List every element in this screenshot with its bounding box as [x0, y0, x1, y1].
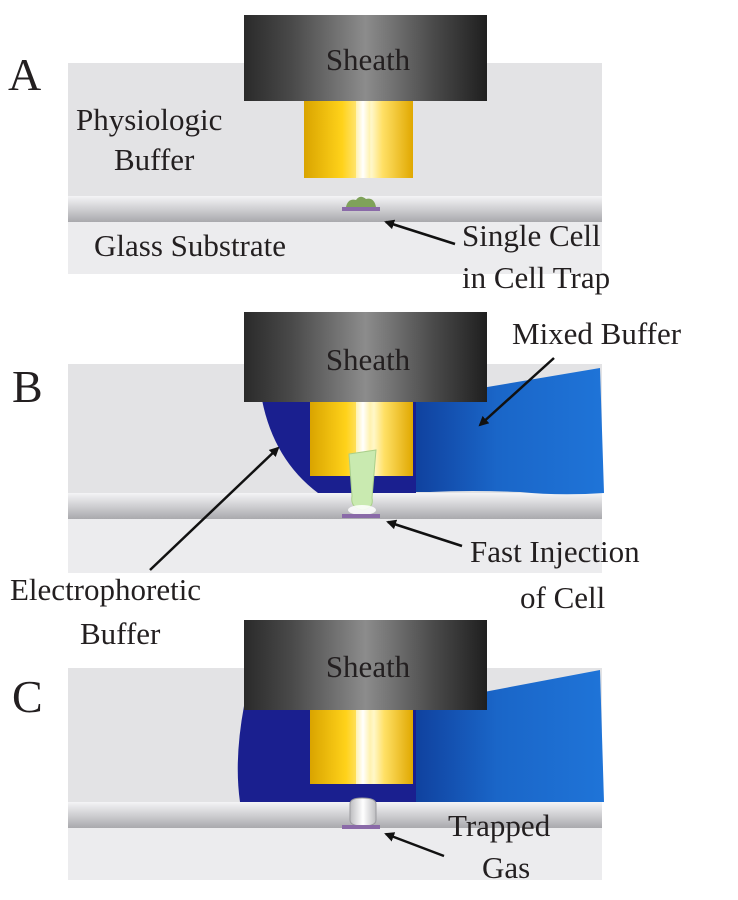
trapped-gas-label-line1: Trapped — [448, 808, 551, 843]
cell-arrow — [384, 219, 456, 246]
panel-letter-b: B — [12, 361, 43, 412]
sheath-block — [244, 312, 487, 402]
cell-trap — [342, 207, 380, 211]
cell-trap — [342, 514, 380, 518]
electrophoretic-label-line1: Electrophoretic — [10, 572, 201, 607]
electrophoretic-arrow — [149, 446, 280, 571]
sheath-block — [244, 620, 487, 710]
substrate-surface — [68, 493, 602, 519]
single-cell-label-line1: Single Cell — [462, 218, 601, 253]
fast-injection-label-line1: Fast Injection — [470, 534, 640, 569]
panel-c: C Sheath Trapped Gas — [12, 620, 604, 885]
sheath-label-c: Sheath — [326, 649, 411, 684]
substrate-surface — [68, 802, 602, 828]
electrophoretic-label-line2: Buffer — [80, 616, 161, 651]
trapped-gas-arrow — [384, 832, 445, 858]
sheath-label-a: Sheath — [326, 42, 411, 77]
panel-letter-c: C — [12, 671, 43, 722]
sheath-block — [244, 15, 487, 101]
substrate-surface — [68, 196, 602, 222]
mixed-buffer-label: Mixed Buffer — [512, 316, 682, 351]
single-cell-label-line2: in Cell Trap — [462, 260, 610, 295]
cell-lysate — [348, 505, 376, 515]
glass-substrate — [68, 828, 602, 880]
cell-trap — [342, 825, 380, 829]
injection-arrow — [386, 519, 463, 548]
trapped-gas-bubble — [349, 797, 377, 827]
fast-injection-label-line2: of Cell — [520, 580, 605, 615]
single-cell — [346, 196, 376, 207]
panel-b: B Sheath Mixed Buffer Fast Injection of … — [10, 312, 682, 651]
injected-cell-plug — [348, 449, 377, 511]
glass-substrate-label: Glass Substrate — [94, 228, 286, 263]
trapped-gas-label-line2: Gas — [482, 850, 530, 885]
physiologic-label-line1: Physiologic — [76, 102, 222, 137]
physiologic-label-line2: Buffer — [114, 142, 195, 177]
sheath-label-b: Sheath — [326, 342, 411, 377]
glass-substrate — [68, 222, 602, 274]
capillary-bore — [356, 710, 370, 784]
capillary-bore — [356, 101, 370, 178]
panel-a: A Sheath Physiologic Buffer Glass Substr… — [8, 15, 610, 295]
mixed-buffer-arrow — [478, 357, 555, 427]
panel-letter-a: A — [8, 49, 41, 100]
